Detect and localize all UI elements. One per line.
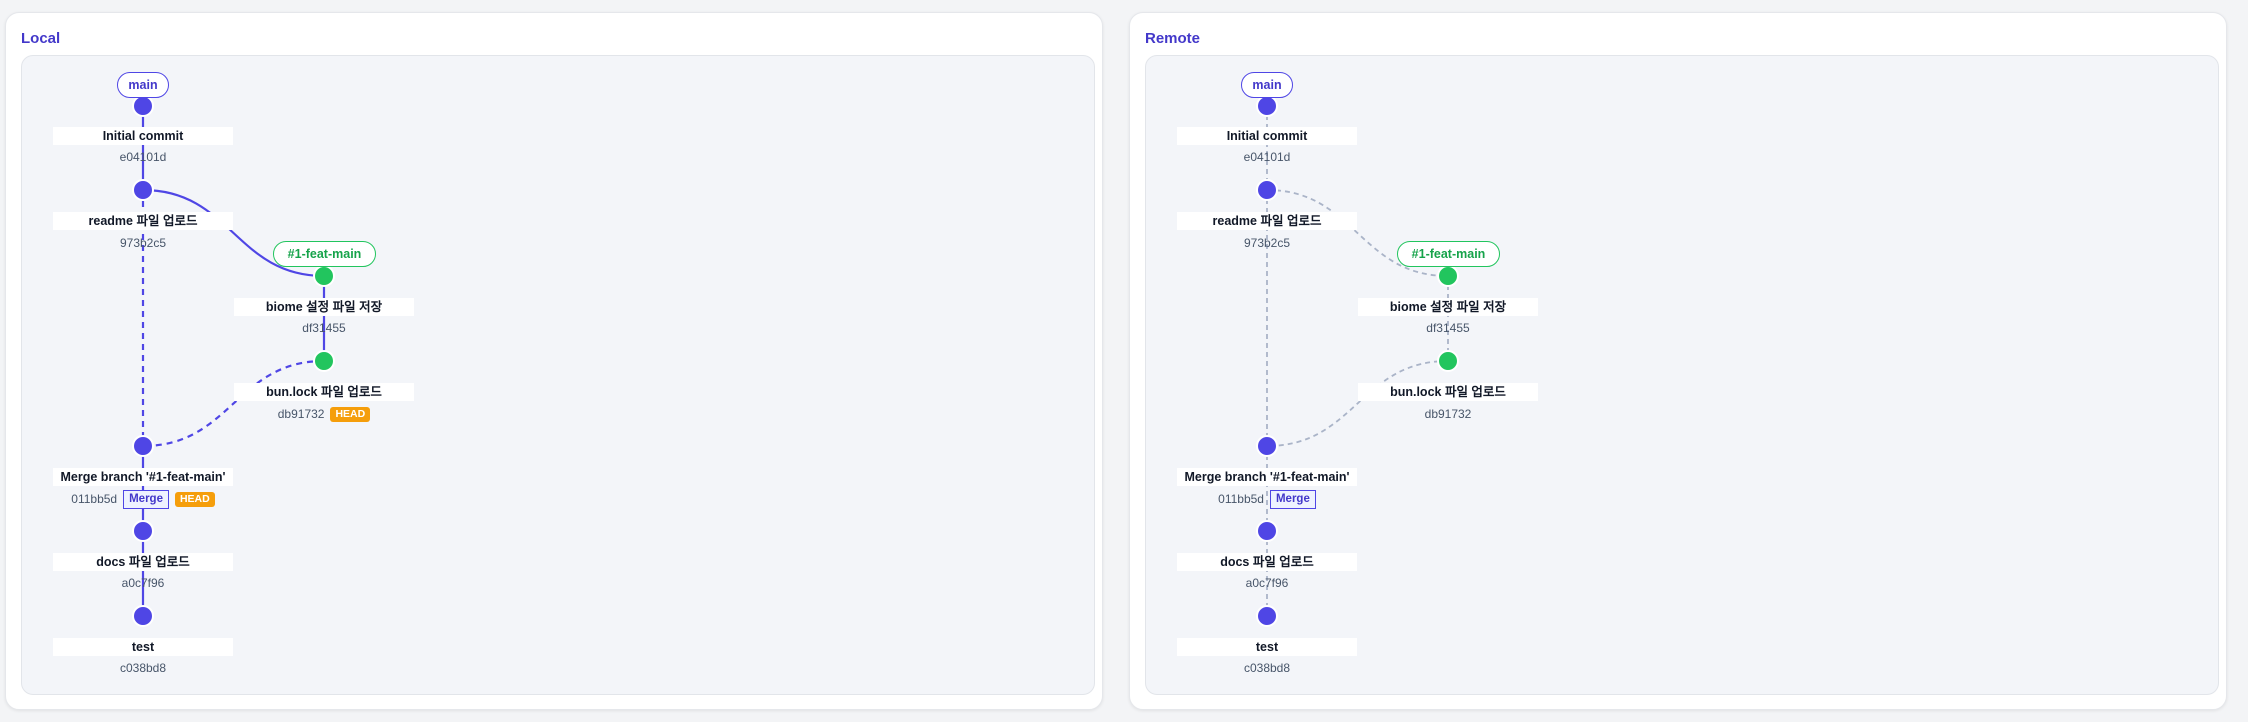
commit-hash: c038bd8 (119, 661, 167, 675)
remote-commit-graph (1256, 95, 1459, 627)
commit-message: bun.lock 파일 업로드 (1358, 383, 1538, 401)
commit-hash: c038bd8 (1243, 661, 1291, 675)
commit-hash: db91732 (277, 407, 325, 421)
commit-meta: df31455 (1358, 318, 1538, 338)
remote-panel-title: Remote (1145, 30, 1201, 47)
edge-c4-c5 (142, 359, 325, 448)
local-panel: Local main #1-feat-main Initial commit e… (5, 12, 1103, 710)
head-badge: HEAD (330, 406, 371, 422)
commit-node[interactable] (132, 179, 154, 201)
commit-meta: db91732 (1358, 404, 1538, 424)
commit-meta: c038bd8 (1177, 658, 1357, 678)
commit-message: biome 설정 파일 저장 (1358, 298, 1538, 316)
local-graph-area (21, 55, 1095, 695)
commit-hash: 011bb5d (1218, 492, 1264, 506)
commit-hash: e04101d (119, 150, 167, 164)
commit-message: test (53, 638, 233, 656)
commit-node[interactable] (313, 350, 335, 372)
commit-meta: db91732 HEAD (234, 404, 414, 424)
commit-message: readme 파일 업로드 (53, 212, 233, 230)
commit-hash: e04101d (1243, 150, 1291, 164)
commit-hash: a0c7f96 (1245, 576, 1289, 590)
local-panel-title: Local (21, 30, 61, 47)
commit-node[interactable] (1437, 350, 1459, 372)
commit-message: docs 파일 업로드 (1177, 553, 1357, 571)
commit-node[interactable] (132, 95, 154, 117)
commit-message: biome 설정 파일 저장 (234, 298, 414, 316)
commit-message: test (1177, 638, 1357, 656)
edge-c2-c3 (1266, 189, 1449, 277)
commit-node[interactable] (132, 520, 154, 542)
commit-meta: 011bb5d Merge (1177, 489, 1357, 509)
commit-meta: a0c7f96 (1177, 573, 1357, 593)
edge-c2-c3 (142, 188, 325, 278)
head-badge: HEAD (174, 491, 215, 507)
commit-message: readme 파일 업로드 (1177, 212, 1357, 230)
commit-hash: 973b2c5 (119, 236, 167, 250)
merge-badge: Merge (123, 489, 169, 509)
commit-hash: db91732 (1424, 407, 1472, 421)
commit-meta: 973b2c5 (53, 233, 233, 253)
commit-node[interactable] (1256, 435, 1278, 457)
commit-message: docs 파일 업로드 (53, 553, 233, 571)
merge-badge: Merge (1269, 489, 1316, 509)
commit-node[interactable] (1256, 605, 1278, 627)
branch-tag-feat[interactable]: #1-feat-main (273, 241, 376, 267)
commit-hash: a0c7f96 (121, 576, 165, 590)
commit-node[interactable] (1256, 179, 1278, 201)
commit-message: bun.lock 파일 업로드 (234, 383, 414, 401)
local-commit-graph (132, 95, 335, 627)
commit-meta: 973b2c5 (1177, 233, 1357, 253)
commit-message: Merge branch '#1-feat-main' (1177, 468, 1357, 486)
commit-meta: e04101d (1177, 147, 1357, 167)
commit-hash: 011bb5d (71, 492, 118, 506)
remote-graph-area (1145, 55, 2219, 695)
commit-meta: c038bd8 (53, 658, 233, 678)
commit-meta: a0c7f96 (53, 573, 233, 593)
branch-tag-feat[interactable]: #1-feat-main (1397, 241, 1500, 267)
remote-panel: Remote main #1-feat-main Initial commit … (1129, 12, 2227, 710)
branch-tag-main[interactable]: main (117, 72, 169, 98)
commit-message: Initial commit (1177, 127, 1357, 145)
commit-meta: df31455 (234, 318, 414, 338)
commit-message: Merge branch '#1-feat-main' (53, 468, 233, 486)
commit-node[interactable] (1256, 95, 1278, 117)
commit-node[interactable] (132, 605, 154, 627)
commit-message: Initial commit (53, 127, 233, 145)
commit-node[interactable] (313, 265, 335, 287)
commit-hash: 973b2c5 (1243, 236, 1291, 250)
edge-c4-c5 (1266, 360, 1449, 447)
commit-node[interactable] (1437, 265, 1459, 287)
commit-meta: e04101d (53, 147, 233, 167)
commit-hash: df31455 (302, 321, 346, 335)
commit-meta: 011bb5d Merge HEAD (53, 489, 233, 509)
commit-node[interactable] (132, 435, 154, 457)
commit-hash: df31455 (1426, 321, 1470, 335)
commit-node[interactable] (1256, 520, 1278, 542)
branch-tag-main[interactable]: main (1241, 72, 1293, 98)
